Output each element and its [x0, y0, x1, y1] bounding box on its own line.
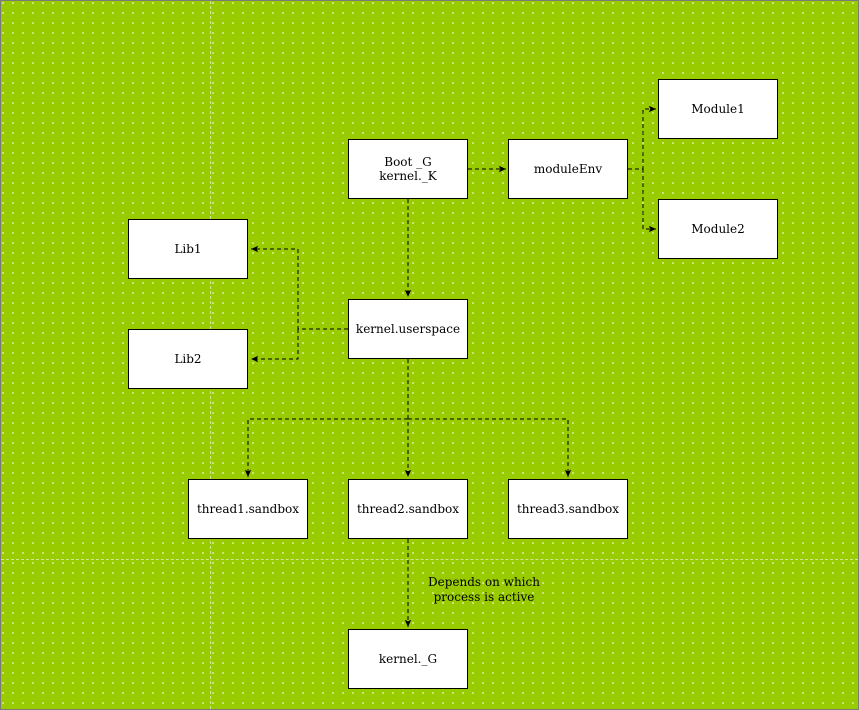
edge-userspace-lib2: [251, 329, 299, 363]
node-thread2-label: thread2.sandbox: [356, 502, 460, 516]
node-module-env-label: moduleEnv: [533, 162, 603, 176]
node-boot-line2: kernel._K: [379, 169, 437, 183]
edge-userspace-thread3: [408, 418, 572, 477]
edge-userspace-lib1: [251, 245, 348, 330]
node-thread1[interactable]: thread1.sandbox: [188, 479, 308, 539]
edge-userspace-thread1: [244, 418, 408, 477]
node-thread3[interactable]: thread3.sandbox: [508, 479, 628, 539]
edge-moduleenv-module1: [628, 105, 656, 170]
node-lib2-label: Lib2: [174, 352, 202, 366]
node-boot-line1: Boot _G: [384, 155, 432, 169]
node-module1-label: Module1: [691, 102, 745, 116]
node-module1[interactable]: Module1: [658, 79, 778, 139]
node-thread2[interactable]: thread2.sandbox: [348, 479, 468, 539]
node-lib1-label: Lib1: [174, 242, 202, 256]
node-kernel-g[interactable]: kernel._G: [348, 629, 468, 689]
edge-moduleenv-module2: [642, 169, 656, 233]
node-userspace[interactable]: kernel.userspace: [348, 299, 468, 359]
page-guide-horizontal: [1, 559, 858, 560]
edge-annotation-line2: process is active: [433, 590, 535, 604]
node-module-env[interactable]: moduleEnv: [508, 139, 628, 199]
node-lib1[interactable]: Lib1: [128, 219, 248, 279]
edge-annotation-line1: Depends on which: [428, 575, 540, 589]
node-thread1-label: thread1.sandbox: [196, 502, 300, 516]
edge-annotation: Depends on which process is active: [414, 575, 554, 605]
node-userspace-label: kernel.userspace: [355, 322, 461, 336]
node-module2-label: Module2: [691, 222, 745, 236]
node-module2[interactable]: Module2: [658, 199, 778, 259]
node-boot[interactable]: Boot _G kernel._K: [348, 139, 468, 199]
node-lib2[interactable]: Lib2: [128, 329, 248, 389]
node-thread3-label: thread3.sandbox: [516, 502, 620, 516]
node-kernel-g-label: kernel._G: [378, 652, 438, 666]
